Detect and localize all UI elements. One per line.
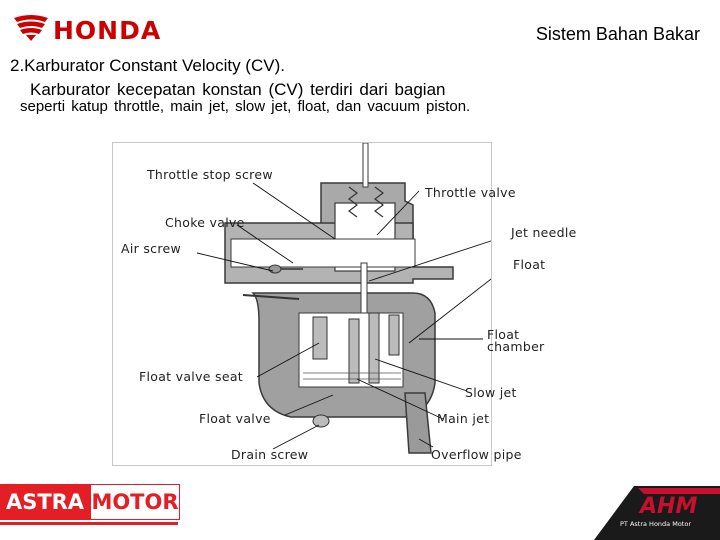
main-jet-tube-shape	[348, 318, 360, 384]
air-screw-shape	[268, 264, 282, 274]
pointer-drain-screw	[272, 424, 320, 450]
pointer-float-valve	[284, 394, 334, 416]
honda-wordmark: HONDA	[53, 16, 162, 45]
label-throttle-valve: Throttle valve	[425, 185, 516, 200]
label-slow-jet: Slow jet	[465, 385, 517, 400]
label-jet-needle: Jet needle	[511, 225, 577, 240]
pointer-choke-valve	[236, 224, 294, 264]
jet-needle-shape	[360, 262, 368, 316]
ahm-logo: AHM	[640, 494, 698, 519]
cable-rod-shape	[362, 143, 369, 188]
ahm-logo-background	[594, 486, 720, 540]
ahm-tagline: PT Astra Honda Motor	[620, 520, 692, 528]
slide-heading: 2.Karburator Constant Velocity (CV).	[10, 56, 285, 75]
overflow-pipe-shape	[404, 392, 432, 454]
drain-screw-shape	[312, 414, 330, 428]
label-air-screw: Air screw	[121, 241, 181, 256]
label-float: Float	[513, 257, 546, 272]
honda-wing-icon	[14, 15, 48, 41]
label-drain-screw: Drain screw	[231, 447, 309, 462]
pointer-float-valve-seat	[256, 342, 320, 378]
label-float-chamber-line2: chamber	[487, 339, 545, 354]
label-float-valve-seat: Float valve seat	[139, 369, 244, 384]
float-valve-seat-shape	[312, 316, 328, 360]
label-float-valve: Float valve	[199, 411, 271, 426]
pointer-jet-needle	[368, 240, 491, 282]
astra-motor-logo: ASTRA MOTOR	[0, 484, 180, 525]
description-line-2: seperti katup throttle, main jet, slow j…	[20, 98, 471, 115]
slow-jet-shape	[368, 312, 380, 384]
section-title: Sistem Bahan Bakar	[535, 24, 700, 44]
astra-logo-right: MOTOR	[90, 484, 180, 520]
venturi-shape	[230, 238, 416, 268]
pointer-overflow-pipe	[418, 438, 434, 448]
carburetor-diagram: Throttle stop screw Throttle valve Choke…	[112, 142, 576, 466]
label-main-jet: Main jet	[437, 411, 490, 426]
astra-logo-left: ASTRA	[0, 484, 90, 520]
description-line-1: Karburator kecepatan konstan (CV) terdir…	[30, 80, 446, 99]
pointer-air-screw	[196, 252, 274, 272]
pointer-throttle-stop-screw	[252, 182, 336, 240]
carburetor-illustration	[196, 143, 491, 454]
label-float-chamber-line1: Float	[487, 327, 520, 342]
label-choke-valve: Choke valve	[165, 215, 245, 230]
overflow-tube-shape	[388, 314, 400, 356]
honda-logo	[8, 6, 198, 50]
pointer-slow-jet	[374, 358, 468, 392]
spring-shape-2	[374, 186, 384, 218]
astra-underline	[0, 522, 178, 525]
pointer-float	[408, 278, 491, 344]
label-throttle-stop-screw: Throttle stop screw	[147, 167, 273, 182]
spring-shape	[348, 186, 358, 218]
label-overflow-pipe: Overflow pipe	[431, 447, 522, 462]
pointer-main-jet	[356, 378, 444, 420]
pointer-throttle-valve	[376, 190, 420, 236]
